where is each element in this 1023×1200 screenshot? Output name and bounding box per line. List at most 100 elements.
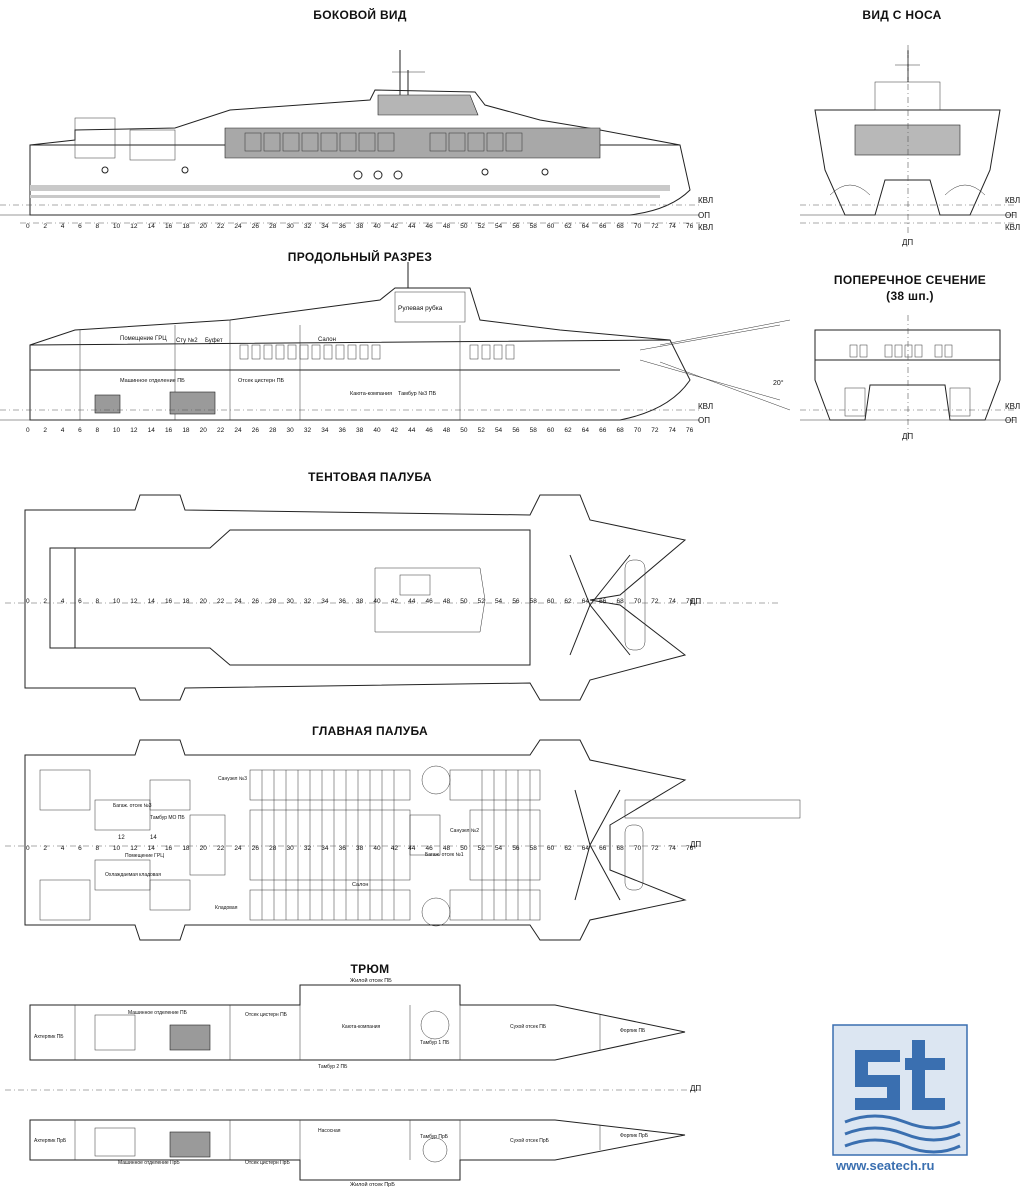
frame-number: 18	[182, 427, 190, 434]
frame-number: 40	[373, 427, 381, 434]
frame-number: 76	[686, 223, 694, 230]
frame-number: 12	[130, 845, 138, 852]
frame-number: 54	[494, 598, 503, 605]
frame-number: 26	[251, 845, 260, 852]
frame-number: 62	[564, 598, 572, 605]
frame-number: 36	[338, 427, 346, 434]
frame-number: 48	[442, 223, 451, 230]
kvl-label-bow: КВЛ	[1005, 196, 1021, 205]
angle-label: 20°	[773, 380, 784, 387]
awning-deck-plan	[5, 494, 780, 701]
frame-number: 32	[303, 598, 312, 605]
frame-number: 62	[564, 223, 572, 230]
frame-number: 2	[43, 598, 47, 605]
frame-number: 16	[164, 427, 173, 434]
cross-section-title: ПОПЕРЕЧНОЕ СЕЧЕНИЕ	[833, 273, 987, 287]
frame-number: 72	[651, 845, 659, 852]
frame-number: 74	[668, 223, 676, 230]
frame-number: 24	[234, 223, 242, 230]
kvl-label-long: КВЛ	[698, 402, 714, 411]
frame-number: 70	[633, 598, 642, 605]
seatech-logo	[832, 1024, 968, 1156]
tambour1-label: Тамбур 1 ПБ	[420, 1040, 450, 1046]
frame-number: 64	[581, 598, 590, 605]
seatech-url[interactable]: www.seatech.ru	[836, 1158, 935, 1173]
op-label-long: ОП	[698, 416, 710, 425]
frame-number: 34	[321, 598, 329, 605]
frame-number: 56	[512, 845, 520, 852]
frame-number: 16	[164, 223, 173, 230]
frame-number: 8	[95, 223, 100, 230]
frame-number: 64	[581, 845, 590, 852]
long-section-title: ПРОДОЛЬНЫЙ РАЗРЕЗ	[287, 250, 433, 264]
kvl-label-side-2: КВЛ	[698, 223, 714, 232]
dry-pb-label: Сухой отсек ПБ	[510, 1024, 547, 1030]
frame-number: 14	[147, 427, 155, 434]
frame-number: 22	[217, 223, 225, 230]
frame-number: 50	[460, 598, 468, 605]
frame-number: 42	[390, 598, 398, 605]
salon-label: Салон	[318, 337, 336, 343]
frame-number: 38	[356, 427, 364, 434]
op-label-side: ОП	[698, 211, 710, 220]
ship-station-label: Сту №2	[176, 338, 198, 344]
frame-number: 44	[408, 598, 416, 605]
gpc-main-label: Помещение ГРЦ	[125, 853, 164, 859]
frame-number: 10	[112, 223, 121, 230]
frame-number: 76	[686, 427, 694, 434]
frame-number: 74	[668, 845, 676, 852]
frame-number: 40	[373, 598, 381, 605]
frame-number: 44	[408, 845, 416, 852]
pumps-label: Насосная	[318, 1128, 341, 1134]
frame-number: 30	[286, 845, 294, 852]
frame14-label: 14	[150, 835, 157, 841]
awning-deck-title: ТЕНТОВАЯ ПАЛУБА	[308, 470, 432, 484]
side-view	[0, 50, 700, 224]
frame-number: 38	[356, 598, 364, 605]
frame-number: 60	[547, 223, 555, 230]
frame-number: 6	[78, 223, 82, 230]
bow-view	[800, 45, 1015, 235]
frame-number: 8	[95, 598, 100, 605]
frame-number: 56	[512, 223, 520, 230]
frame-number: 8	[95, 845, 100, 852]
frame-number: 12	[130, 223, 138, 230]
frame-number: 60	[547, 598, 555, 605]
frame-number: 34	[321, 427, 329, 434]
frame-number: 70	[633, 223, 642, 230]
frame-number: 18	[182, 223, 190, 230]
frame-number: 74	[668, 427, 676, 434]
frame-number: 0	[26, 223, 30, 230]
aft-prb-label: Ахтерпик ПрБ	[34, 1138, 67, 1144]
frame-number: 72	[651, 223, 659, 230]
frame-number: 68	[616, 598, 624, 605]
frame-number: 12	[130, 427, 138, 434]
frame-number: 26	[251, 427, 260, 434]
frame-number: 48	[442, 845, 451, 852]
frame-number: 2	[43, 427, 47, 434]
frame-number: 42	[390, 845, 398, 852]
dp-label-cross: ДП	[902, 432, 914, 441]
frame-number: 42	[390, 427, 398, 434]
frame-number: 38	[356, 223, 364, 230]
frame-number: 2	[43, 845, 47, 852]
cool-store-label: Охлаждаемая кладовая	[105, 872, 161, 878]
kvl-label-cross: КВЛ	[1005, 402, 1021, 411]
frame-number: 48	[442, 598, 451, 605]
fore-prb-label: Форпик ПрБ	[620, 1133, 649, 1139]
frame-number: 52	[477, 427, 485, 434]
frame-number: 76	[686, 845, 694, 852]
tambour-label: Тамбур №3 ПБ	[398, 391, 437, 397]
luggage3-label: Багаж. отсек №3	[113, 803, 152, 809]
frame-number: 60	[547, 427, 555, 434]
frame-number: 42	[390, 223, 398, 230]
frame-number: 68	[616, 223, 624, 230]
frame-number: 70	[633, 845, 642, 852]
frame-number: 6	[78, 598, 82, 605]
engine-prb-label: Машинное отделение ПрБ	[118, 1160, 180, 1166]
frame12-label: 12	[118, 835, 125, 841]
frame-number: 54	[494, 223, 503, 230]
frame-number: 56	[512, 427, 520, 434]
salon-main-label: Салон	[352, 882, 369, 888]
frame-number: 66	[599, 427, 607, 434]
